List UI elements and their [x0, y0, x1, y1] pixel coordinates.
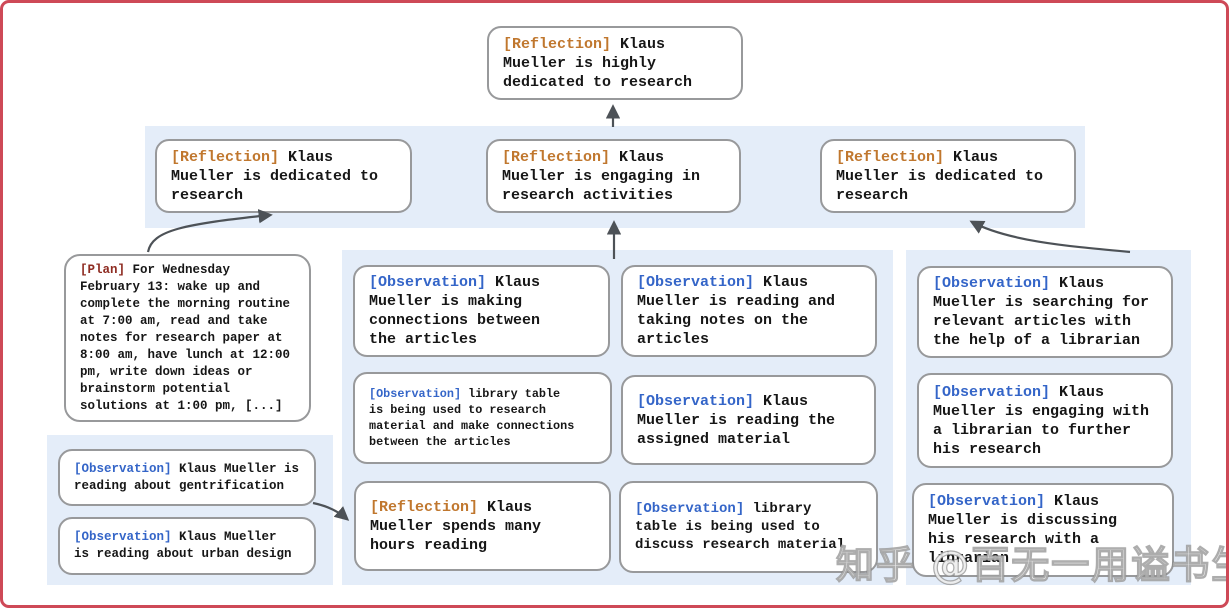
- node-text: [Observation] Klaus Mueller is discussin…: [928, 493, 1118, 567]
- node-observation-gentrification: [Observation] Klaus Mueller is reading a…: [58, 449, 316, 506]
- node-text: [Observation] Klaus Mueller is reading a…: [637, 274, 836, 348]
- node-reflection-l2-left: [Reflection] Klaus Mueller is dedicated …: [155, 139, 412, 213]
- observation-tag: [Observation]: [74, 461, 172, 476]
- observation-tag: [Observation]: [933, 275, 1051, 292]
- reflection-tag: [Reflection]: [502, 148, 611, 166]
- node-text: [Reflection] Klaus Mueller is engaging i…: [502, 148, 701, 204]
- node-observation-library-research: [Observation] library table is being use…: [353, 372, 612, 464]
- node-text: [Observation] Klaus Mueller is searching…: [933, 275, 1150, 349]
- node-text: [Observation] library table is being use…: [635, 501, 846, 553]
- node-observation-urban-design: [Observation] Klaus Mueller is reading a…: [58, 517, 316, 575]
- node-text: [Reflection] Klaus Mueller is dedicated …: [836, 148, 1044, 204]
- node-text: [Reflection] Klaus Mueller spends many h…: [370, 498, 542, 554]
- node-reflection-root: [Reflection] Klaus Mueller is highly ded…: [487, 26, 743, 100]
- observation-tag: [Observation]: [635, 501, 745, 517]
- node-observation-library-discuss: [Observation] library table is being use…: [619, 481, 878, 573]
- node-text: [Observation] Klaus Mueller is reading a…: [74, 530, 292, 561]
- node-plan: [Plan] For Wednesday February 13: wake u…: [64, 254, 311, 422]
- observation-tag: [Observation]: [637, 392, 755, 410]
- reflection-tag: [Reflection]: [836, 148, 945, 166]
- node-reflection-l2-right: [Reflection] Klaus Mueller is dedicated …: [820, 139, 1076, 213]
- node-text: [Observation] Klaus Mueller is reading t…: [637, 392, 836, 448]
- node-text: [Observation] Klaus Mueller is making co…: [369, 274, 541, 348]
- observation-tag: [Observation]: [369, 274, 487, 291]
- node-observation-connections: [Observation] Klaus Mueller is making co…: [353, 265, 610, 357]
- reflection-tag: [Reflection]: [370, 498, 479, 516]
- node-text: [Plan] For Wednesday February 13: wake u…: [80, 262, 291, 413]
- node-observation-assigned-material: [Observation] Klaus Mueller is reading t…: [621, 375, 876, 465]
- node-observation-discussing-research: [Observation] Klaus Mueller is discussin…: [912, 483, 1174, 577]
- observation-tag: [Observation]: [74, 530, 172, 544]
- node-observation-engaging-librarian: [Observation] Klaus Mueller is engaging …: [917, 373, 1173, 468]
- observation-tag: [Observation]: [637, 274, 755, 291]
- node-reflection-l2-mid: [Reflection] Klaus Mueller is engaging i…: [486, 139, 741, 213]
- observation-tag: [Observation]: [933, 383, 1051, 401]
- node-reflection-hours-reading: [Reflection] Klaus Mueller spends many h…: [354, 481, 611, 571]
- node-observation-searching-articles: [Observation] Klaus Mueller is searching…: [917, 266, 1173, 358]
- node-text: [Reflection] Klaus Mueller is highly ded…: [503, 35, 693, 91]
- node-text: [Observation] Klaus Mueller is reading a…: [74, 461, 300, 493]
- node-text: [Observation] Klaus Mueller is engaging …: [933, 383, 1150, 458]
- plan-tag: [Plan]: [80, 262, 126, 277]
- node-text: [Reflection] Klaus Mueller is dedicated …: [171, 148, 379, 204]
- observation-tag: [Observation]: [369, 387, 462, 401]
- reflection-tag: [Reflection]: [503, 35, 612, 53]
- node-observation-taking-notes: [Observation] Klaus Mueller is reading a…: [621, 265, 877, 357]
- reflection-tag: [Reflection]: [171, 148, 280, 166]
- node-text: [Observation] library table is being use…: [369, 387, 575, 449]
- observation-tag: [Observation]: [928, 493, 1046, 510]
